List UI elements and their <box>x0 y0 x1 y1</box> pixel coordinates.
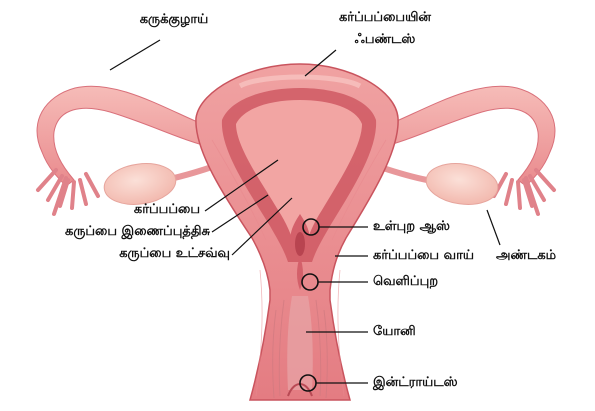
label-fundus-line1: கர்ப்பப்பையின் <box>330 10 440 26</box>
label-vagina: யோனி <box>373 324 416 340</box>
label-ovary: அண்டகம் <box>496 248 556 264</box>
vaginal-canal <box>287 296 313 390</box>
label-fundus-line2: ஃபண்டஸ் <box>330 32 440 48</box>
label-external-os: வெளிப்புற <box>373 274 438 290</box>
label-fallopian-tube: கருக்குழாய் <box>124 12 224 28</box>
label-uterus: கர்ப்பப்பை <box>60 202 200 218</box>
label-internal-os: உள்புற ஆஸ் <box>373 219 450 235</box>
right-ovary <box>424 159 501 209</box>
label-myometrium: கருப்பை உட்சவ்வு <box>60 246 230 262</box>
label-introitus: இன்ட்ராய்டஸ் <box>373 375 458 391</box>
label-endometrium: கருப்பை இணைப்புத்திசு <box>20 224 210 240</box>
label-cervical-canal: கர்ப்பப்பை வாய் <box>373 248 474 264</box>
